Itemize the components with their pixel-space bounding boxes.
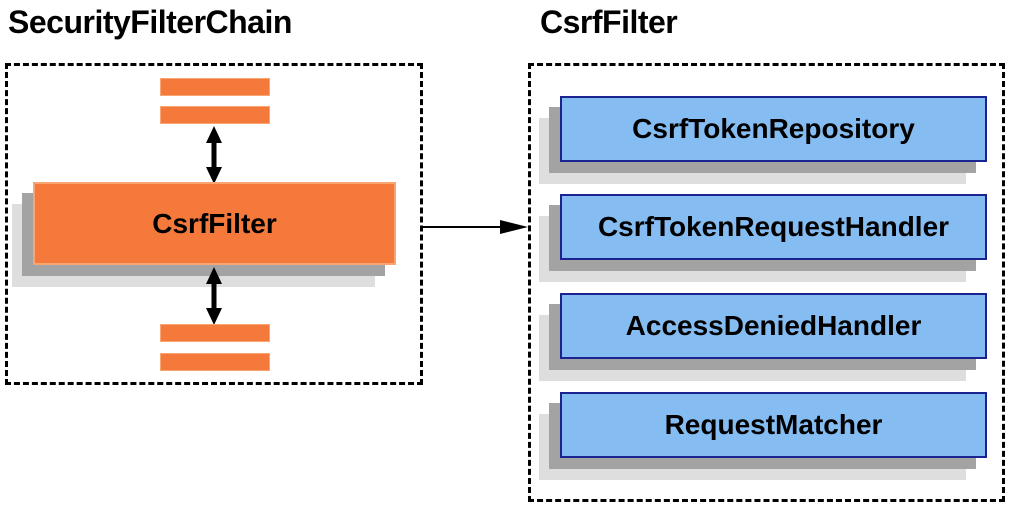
request-matcher-box: RequestMatcher (539, 392, 987, 480)
right-arrow-icon (423, 218, 528, 236)
request-matcher-label: RequestMatcher (560, 392, 987, 458)
access-denied-handler-box: AccessDeniedHandler (539, 293, 987, 381)
filter-placeholder-bar (160, 106, 270, 124)
csrf-token-repository-box: CsrfTokenRepository (539, 96, 987, 184)
csrf-filter-box-label: CsrfFilter (33, 182, 396, 265)
csrf-filter-container (528, 63, 1005, 502)
filter-placeholder-bar (160, 78, 270, 96)
filter-placeholder-bar (160, 324, 270, 342)
filter-placeholder-bar (160, 353, 270, 371)
double-headed-arrow-icon (204, 267, 224, 325)
csrf-filter-box: CsrfFilter (12, 182, 396, 287)
csrf-token-request-handler-label: CsrfTokenRequestHandler (560, 194, 987, 260)
security-filter-chain-container (5, 63, 423, 385)
csrf-token-request-handler-box: CsrfTokenRequestHandler (539, 194, 987, 282)
csrf-filter-title: CsrfFilter (540, 4, 678, 40)
csrf-token-repository-label: CsrfTokenRepository (560, 96, 987, 162)
security-filter-chain-title: SecurityFilterChain (8, 4, 292, 40)
double-headed-arrow-icon (204, 126, 224, 184)
access-denied-handler-label: AccessDeniedHandler (560, 293, 987, 359)
